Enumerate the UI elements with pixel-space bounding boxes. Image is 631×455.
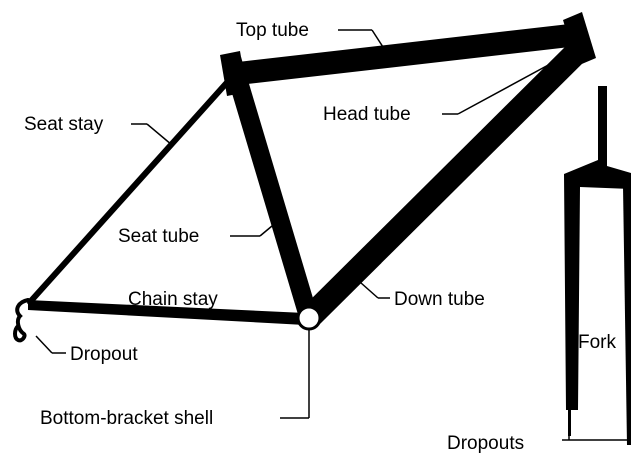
label-head-tube: Head tube	[323, 104, 411, 125]
seat-cluster	[220, 51, 247, 96]
fork-dropout-tip	[568, 408, 571, 436]
top-tube-leader-diag	[371, 29, 384, 48]
seat-stay-leader-diag	[146, 123, 173, 146]
fork-right-blade	[623, 186, 631, 445]
seat-tube	[222, 57, 319, 321]
label-top-tube: Top tube	[236, 20, 309, 41]
label-chain-stay: Chain stay	[128, 289, 218, 310]
top-tube	[232, 23, 576, 86]
down-tube-leader-diag	[351, 274, 379, 299]
label-fork: Fork	[578, 332, 617, 353]
seat-tube-leader-diag	[259, 225, 273, 237]
label-down-tube: Down tube	[394, 289, 485, 310]
label-dropouts: Dropouts	[447, 433, 524, 454]
dropout-leader-diag	[35, 335, 53, 354]
label-bottom-bracket-shell: Bottom-bracket shell	[40, 408, 213, 429]
head-tube-leader-diag	[457, 49, 577, 115]
label-seat-tube: Seat tube	[118, 226, 199, 247]
label-seat-stay: Seat stay	[24, 114, 104, 135]
label-dropout: Dropout	[70, 344, 138, 365]
down-tube	[300, 36, 593, 327]
seat-stay	[27, 75, 234, 305]
head-tube-shape	[563, 12, 596, 66]
rear-dropout	[13, 298, 30, 343]
chain-stay	[28, 300, 305, 325]
bottom-bracket-shell	[296, 305, 322, 331]
fork-steerer-crown-left	[564, 86, 631, 410]
